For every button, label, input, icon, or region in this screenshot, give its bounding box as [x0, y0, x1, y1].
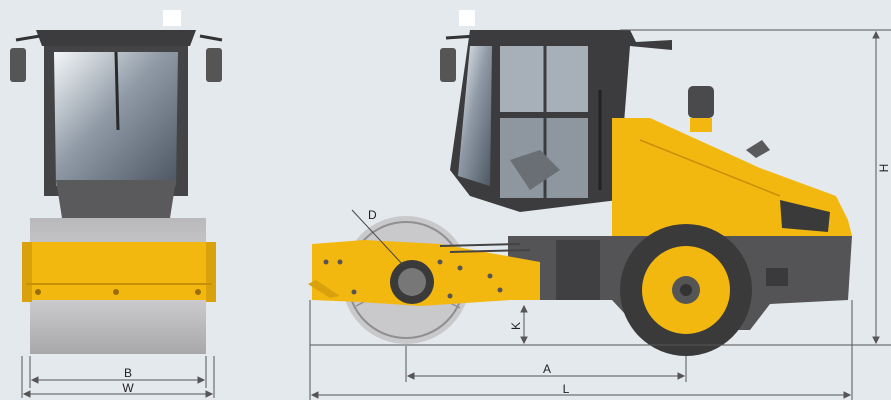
front-right-mirror — [206, 48, 222, 82]
dim-label-w: W — [122, 381, 134, 395]
dim-label-l: L — [563, 382, 570, 396]
exhaust — [688, 86, 714, 118]
side-view — [308, 10, 852, 356]
side-front-glass — [458, 46, 492, 186]
dim-label-b: B — [124, 366, 132, 380]
hood-grille — [780, 200, 830, 232]
front-cab-roof — [36, 30, 196, 46]
dim-label-h: H — [877, 164, 891, 173]
front-view — [10, 10, 223, 354]
front-windshield — [54, 52, 178, 186]
front-left-mirror — [10, 48, 26, 82]
side-mirror — [440, 48, 456, 82]
front-frame — [26, 242, 212, 300]
side-beacon — [459, 10, 475, 26]
dim-label-k: K — [509, 322, 523, 330]
dim-label-a: A — [543, 362, 551, 376]
front-beacon — [163, 10, 181, 26]
front-wiper — [114, 51, 120, 131]
front-cab-base — [56, 180, 176, 218]
side-dimensions — [309, 29, 891, 400]
dim-label-d: D — [368, 208, 377, 222]
step-box — [556, 240, 600, 300]
front-dimensions — [21, 356, 215, 398]
